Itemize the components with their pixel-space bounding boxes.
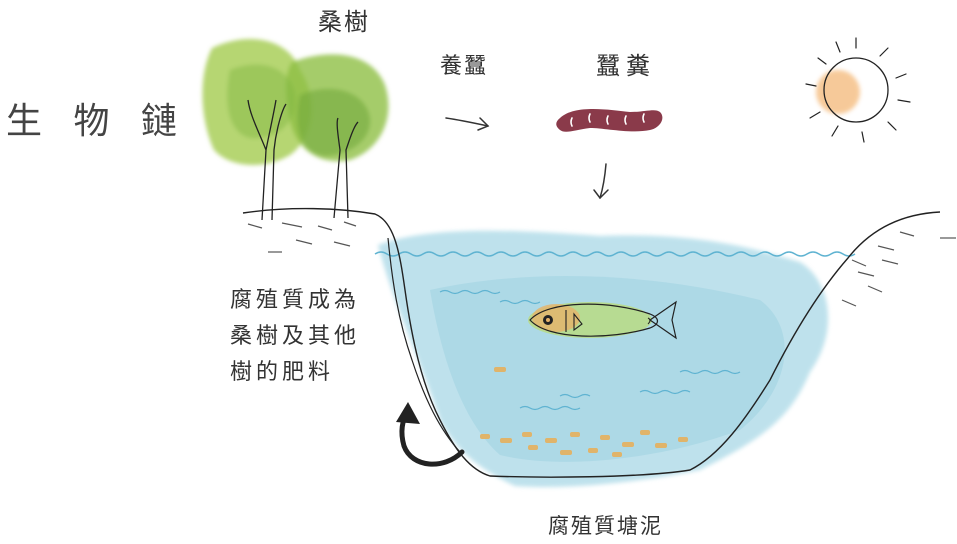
fertilizer-note-line: 桑樹及其他 bbox=[230, 324, 361, 349]
silkworm-manure-label: 蠶糞 bbox=[596, 52, 656, 80]
pond-outline bbox=[242, 207, 941, 478]
sun-icon bbox=[805, 37, 911, 143]
fertilizer-note-line: 樹的肥料 bbox=[230, 360, 335, 385]
mulberry-label: 桑樹 bbox=[318, 8, 370, 36]
fertilizer-note: 腐殖質成為 桑樹及其他 樹的肥料 bbox=[230, 283, 360, 391]
ground-hatching bbox=[247, 221, 956, 307]
fish-icon bbox=[528, 300, 677, 340]
cycle-arrow-icon bbox=[396, 402, 465, 467]
sludge-particles bbox=[480, 367, 688, 457]
manure-arrow bbox=[593, 163, 609, 200]
pond-water bbox=[378, 230, 829, 488]
pond-sludge-label: 腐殖質塘泥 bbox=[548, 514, 663, 538]
water-surface-line bbox=[374, 251, 856, 257]
mulberry-tree-icon bbox=[202, 39, 389, 221]
feed-arrow bbox=[445, 117, 490, 131]
left-bank-inner-line bbox=[387, 237, 461, 453]
feed-silkworm-label: 養蠶 bbox=[440, 54, 489, 79]
silkworm-icon bbox=[556, 109, 663, 132]
diagram-title: 生 物 鏈 bbox=[6, 101, 187, 142]
water-ripples bbox=[439, 289, 741, 411]
fertilizer-note-line: 腐殖質成為 bbox=[230, 288, 361, 313]
